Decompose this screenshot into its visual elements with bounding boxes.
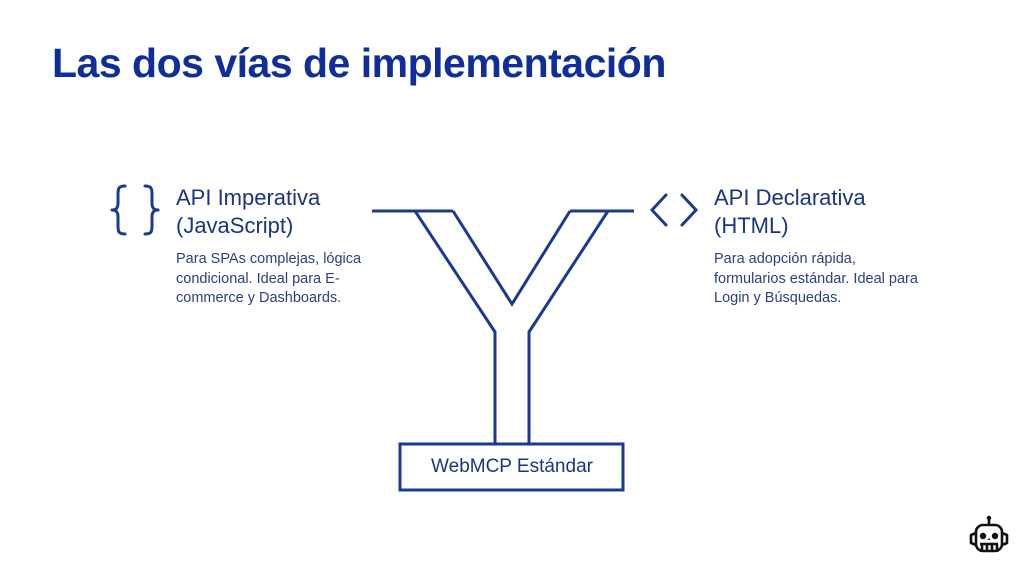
inner-v [451,210,572,307]
right-description: Para adopción rápida, formularios estánd… [714,250,918,309]
left-heading: API Imperativa (JavaScript) [176,184,320,240]
left-desc-line3: commerce y Dashboards. [176,290,342,306]
right-heading-line1: API Declarativa [714,185,866,210]
curly-braces-icon [110,184,160,236]
right-desc-line3: Login y Búsquedas. [714,290,842,306]
right-desc-line2: formularios estándar. Ideal para [714,270,918,287]
right-desc-line1: Para adopción rápida, [714,251,856,267]
right-heading-line2: (HTML) [714,213,789,238]
left-desc-line1: Para SPAs complejas, lógica [176,251,362,267]
slide-title: Las dos vías de implementación [52,40,666,86]
left-heading-line1: API Imperativa [176,185,321,210]
right-heading: API Declarativa (HTML) [714,184,866,240]
merge-box-label: WebMCP Estándar [431,456,593,477]
left-description: Para SPAs complejas, lógica condicional.… [176,250,361,309]
left-outer-arm [413,210,497,444]
left-desc-line2: condicional. Ideal para E- [176,270,340,287]
robot-icon [969,515,1009,553]
angle-brackets-icon [649,193,699,227]
right-outer-arm [527,210,610,444]
left-heading-line2: (JavaScript) [176,213,294,238]
merge-box [398,442,625,492]
